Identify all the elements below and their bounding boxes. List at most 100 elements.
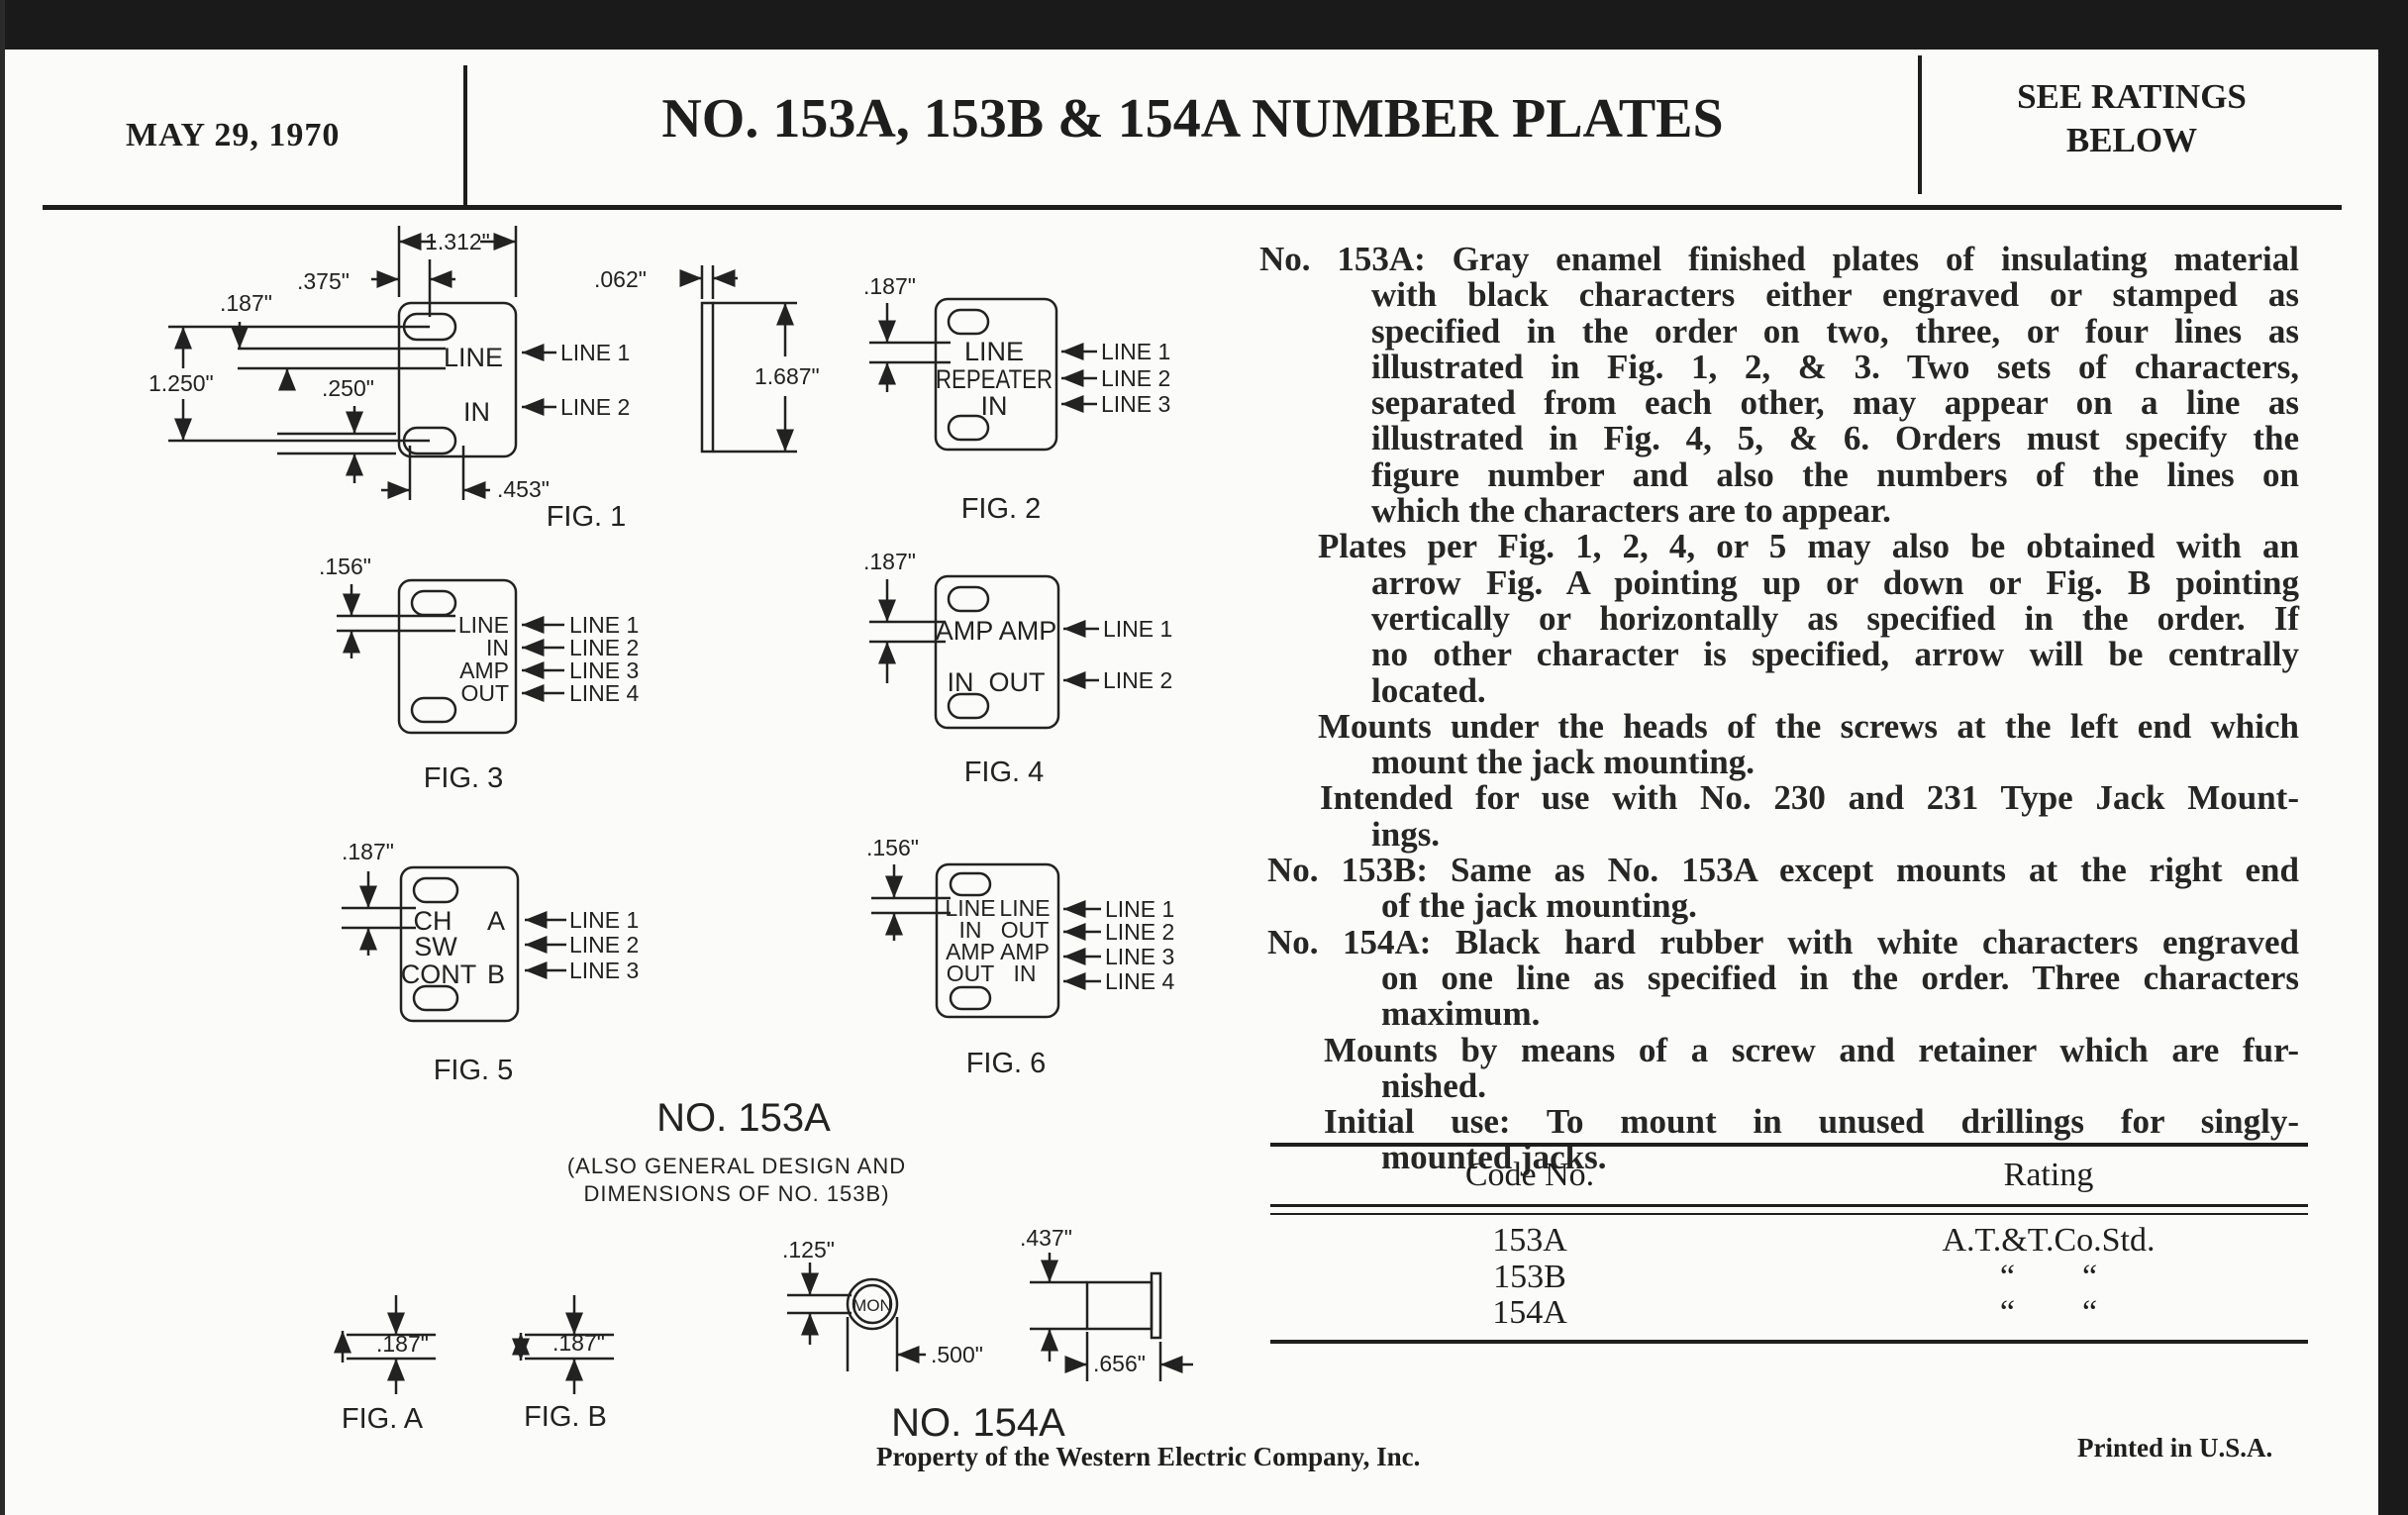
dim-top: .187" — [220, 290, 272, 316]
description-line: with black characters either engraved or… — [1371, 275, 2299, 315]
line-label: LINE 1 — [1101, 339, 1170, 364]
issue-date: MAY 29, 1970 — [126, 117, 341, 153]
description-line: No. 153B: Same as No. 153A except mounts… — [1267, 851, 2299, 890]
description-line: No. 154A: Black hard rubber with white c… — [1267, 922, 2299, 961]
dim-top: .187" — [863, 273, 916, 299]
description-paragraph: Mounts under the heads of the screws at … — [1259, 706, 2299, 782]
description-line: vertically or horizontally as specified … — [1371, 598, 2299, 638]
header-divider — [463, 65, 467, 207]
line-label: LINE 2 — [1105, 919, 1174, 945]
description-line: mount the jack mounting. — [1371, 743, 1755, 782]
table-body: 153A A.T.&T.Co.Std.153B“ “154A “ “ — [1270, 1215, 2308, 1340]
plate-side-view — [700, 301, 715, 454]
description-line: Mounts under the heads of the screws at … — [1318, 706, 2299, 746]
description-line: on one line as specified in the order. T… — [1381, 958, 2299, 997]
description-line: Mounts by means of a screw and retainer … — [1324, 1030, 2299, 1069]
fig5-caption: FIG. 5 — [434, 1055, 514, 1086]
fig6-caption: FIG. 6 — [966, 1048, 1047, 1079]
description-line: specified in the order on two, three, or… — [1371, 311, 2299, 351]
line-label: LINE 3 — [569, 958, 639, 983]
dim-top: .187" — [863, 549, 916, 574]
description-paragraph: Mounts by means of a screw and retainer … — [1259, 1030, 2299, 1105]
scan-border-top — [0, 0, 2408, 50]
plate-text: OUT — [947, 960, 995, 986]
dim-arrow-b: .187" — [552, 1330, 605, 1356]
plate-text: CH — [414, 906, 452, 936]
line-label: LINE 2 — [569, 635, 639, 660]
group-title-153a: NO. 153A — [656, 1096, 831, 1140]
dim-height: 1.250" — [149, 370, 214, 396]
line-label: LINE 2 — [560, 394, 630, 420]
dim-slot-offset: .375" — [297, 268, 350, 294]
line-label: LINE 3 — [569, 657, 639, 683]
description-line: Initial use: To mount in unused drilling… — [1324, 1102, 2299, 1142]
dim-154a: .500" — [931, 1342, 983, 1367]
fig2-drawing — [869, 297, 1097, 452]
description-line: which the characters are to appear. — [1371, 491, 1891, 531]
line-label: LINE 2 — [569, 932, 639, 958]
table-row: 153B“ “ — [1270, 1258, 2308, 1296]
dim-154a: .125" — [782, 1237, 835, 1262]
header-divider — [1918, 55, 1922, 194]
plate-text: IN — [486, 635, 509, 660]
group-title-154a: NO. 154A — [891, 1401, 1065, 1445]
description-line: Plates per Fig. 1, 2, 4, or 5 may also b… — [1318, 527, 2299, 566]
ratings-note: SEE RATINGS BELOW — [1924, 75, 2340, 162]
dim-width: 1.312" — [425, 229, 490, 254]
description-line: maximum. — [1381, 994, 1541, 1034]
plate-text: IN — [1014, 960, 1037, 986]
figA-caption: FIG. A — [342, 1403, 424, 1435]
plate-text: IN OUT — [948, 667, 1046, 697]
column-header-code: Code No. — [1464, 1157, 1595, 1193]
line-label: LINE 1 — [569, 612, 639, 638]
plate-text: A — [487, 906, 505, 936]
group-note: DIMENSIONS OF NO. 153B) — [583, 1181, 889, 1206]
rating-cell: A.T.&T.Co.Std. — [1942, 1222, 2156, 1259]
fig2-caption: FIG. 2 — [961, 493, 1042, 525]
dim-thickness: .062" — [594, 266, 647, 292]
line-label: LINE 1 — [560, 340, 630, 365]
dim-top: .156" — [866, 835, 919, 860]
fig4-caption: FIG. 4 — [964, 757, 1045, 788]
description-line: nished. — [1381, 1065, 1487, 1105]
fig1-drawing — [168, 226, 797, 500]
description-line: Intended for use with No. 230 and 231 Ty… — [1320, 778, 2299, 818]
plate-text: SW — [414, 932, 457, 961]
line-label: LINE 2 — [1103, 667, 1172, 693]
plate-text: LINE — [444, 343, 503, 372]
plate-text: IN — [981, 391, 1008, 421]
description-paragraph: No. 153A: Gray enamel finished plates of… — [1259, 241, 2299, 531]
rating-cell: “ “ — [1999, 1294, 2098, 1331]
description-line: arrow Fig. A pointing up or down or Fig.… — [1371, 562, 2299, 602]
plate-text: AMP AMP — [936, 616, 1057, 646]
plate-text: AMP — [1000, 939, 1050, 964]
plate-text: IN — [463, 397, 490, 427]
description-paragraph: Plates per Fig. 1, 2, 4, or 5 may also b… — [1259, 527, 2299, 710]
dim-top: .156" — [319, 554, 371, 579]
fig1-caption: FIG. 1 — [547, 501, 627, 533]
plate-text: LINE — [964, 337, 1024, 366]
description-line: illustrated in Fig. 1, 2, & 3. Two sets … — [1371, 347, 2299, 386]
line-label: LINE 1 — [1105, 896, 1174, 922]
dim-top: .187" — [342, 839, 394, 864]
group-note: (ALSO GENERAL DESIGN AND — [567, 1154, 906, 1178]
rating-cell: “ “ — [1999, 1258, 2098, 1295]
table-top-rule — [1270, 1143, 2308, 1147]
figB-drawing — [512, 1295, 614, 1394]
table-header-rule — [1270, 1204, 2308, 1207]
plate-text: OUT — [460, 680, 509, 706]
scan-border-left — [0, 0, 5, 1515]
description-line: located. — [1371, 670, 1486, 710]
scan-border-right — [2378, 0, 2408, 1515]
fig5-drawing — [342, 865, 566, 1023]
line-label: LINE 3 — [1105, 944, 1174, 969]
plate-text: LINE — [458, 612, 509, 638]
table-row: 154A “ “ — [1270, 1295, 2308, 1332]
no154a-drawing — [787, 1253, 1193, 1381]
code-cell: 153A — [1492, 1222, 1567, 1259]
dim-slot: .453" — [497, 476, 550, 502]
dim-arrow-a: .187" — [376, 1331, 429, 1357]
code-cell: 154A — [1492, 1294, 1567, 1331]
plate-text: OUT — [1001, 917, 1050, 943]
plate-face-text: MON — [853, 1296, 892, 1315]
